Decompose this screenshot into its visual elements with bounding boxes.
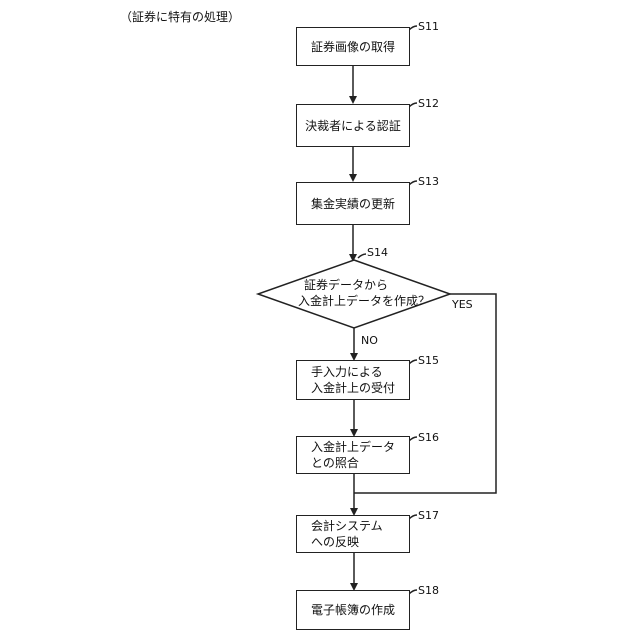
box-s16-line1: 入金計上データ (311, 439, 395, 455)
leader-s12 (409, 103, 417, 107)
box-s11: 証券画像の取得 (296, 27, 410, 66)
label-s12: S12 (418, 97, 439, 110)
label-s17: S17 (418, 509, 439, 522)
leader-s15 (409, 360, 417, 364)
box-s17: 会計システム への反映 (296, 515, 410, 553)
box-s17-line2: への反映 (311, 534, 359, 550)
leader-s18 (409, 590, 417, 594)
box-s15: 手入力による 入金計上の受付 (296, 360, 410, 400)
leader-s17 (409, 515, 417, 519)
box-s17-line1: 会計システム (311, 518, 383, 534)
box-s18-text: 電子帳簿の作成 (311, 602, 395, 618)
label-s13: S13 (418, 175, 439, 188)
box-s12: 決裁者による認証 (296, 104, 410, 147)
leader-s14 (358, 254, 366, 258)
label-s15: S15 (418, 354, 439, 367)
decision-s14-line2: 入金計上データを作成？ (298, 293, 430, 309)
box-s16: 入金計上データ との照合 (296, 436, 410, 474)
box-s18: 電子帳簿の作成 (296, 590, 410, 630)
leader-s13 (409, 181, 417, 185)
box-s11-text: 証券画像の取得 (311, 39, 395, 55)
box-s15-line1: 手入力による (311, 364, 383, 380)
box-s13-text: 集金実績の更新 (311, 196, 395, 212)
label-s11: S11 (418, 20, 439, 33)
leader-s11 (409, 26, 417, 30)
box-s16-line2: との照合 (311, 455, 359, 471)
box-s15-line2: 入金計上の受付 (311, 380, 395, 396)
branch-no-label: NO (361, 334, 378, 347)
box-s12-text: 決裁者による認証 (305, 118, 401, 134)
label-s18: S18 (418, 584, 439, 597)
box-s13: 集金実績の更新 (296, 182, 410, 225)
branch-yes-label: YES (452, 298, 473, 311)
decision-s14-line1: 証券データから (304, 277, 388, 293)
leader-s16 (409, 437, 417, 441)
label-s14: S14 (367, 246, 388, 259)
label-s16: S16 (418, 431, 439, 444)
